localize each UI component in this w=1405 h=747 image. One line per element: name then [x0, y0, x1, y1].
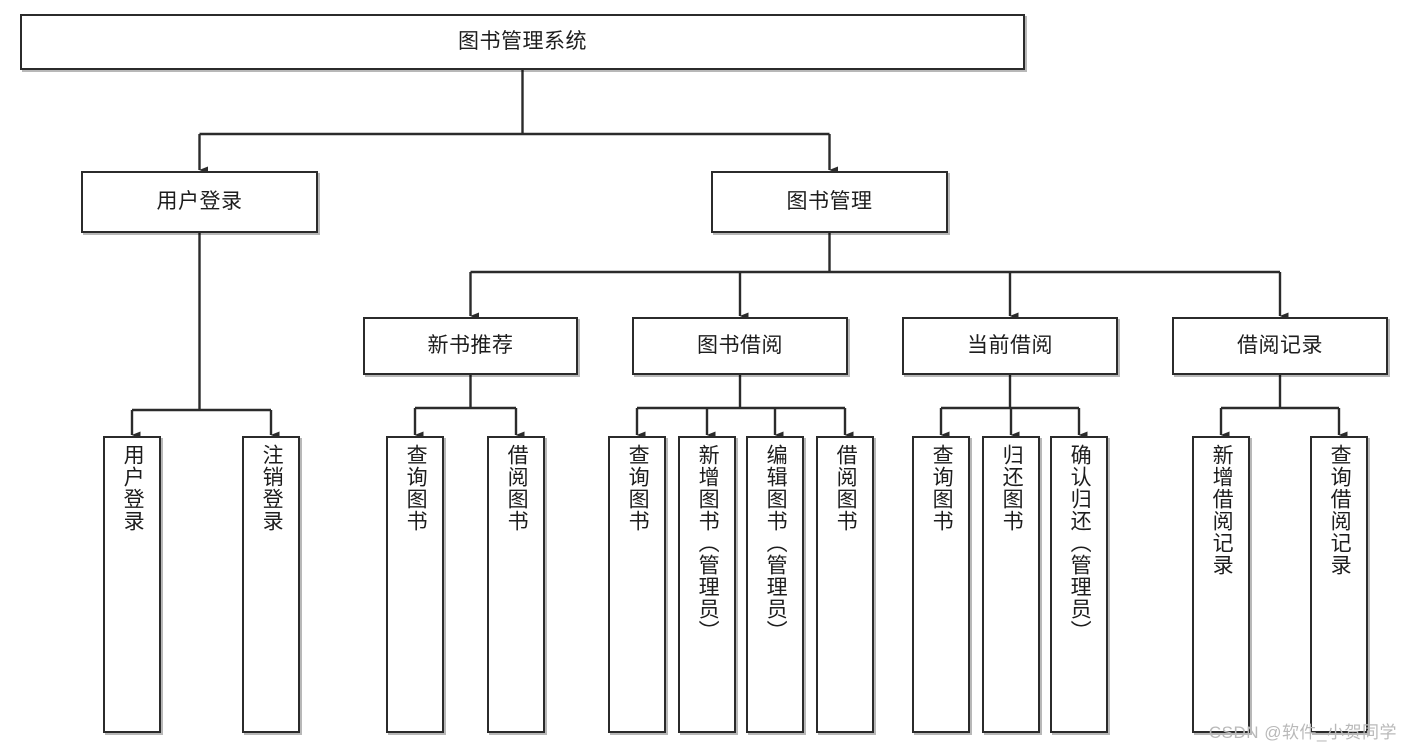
node-label: 当前借阅 — [967, 334, 1053, 358]
node-leaf-query-record[interactable]: 查询借阅记录 — [1310, 436, 1368, 733]
node-label: 归还图书 — [1000, 444, 1024, 532]
node-leaf-add-record[interactable]: 新增借阅记录 — [1192, 436, 1250, 733]
node-leaf-add-book[interactable]: 新增图书（管理员） — [678, 436, 736, 733]
node-book-manage[interactable]: 图书管理 — [711, 171, 948, 233]
node-label: 新增图书（管理员） — [696, 444, 720, 642]
node-label: 用户登录 — [156, 190, 243, 214]
node-leaf-logout[interactable]: 注销登录 — [242, 436, 300, 733]
node-leaf-user-login[interactable]: 用户登录 — [103, 436, 161, 733]
node-label: 新增借阅记录 — [1210, 444, 1234, 576]
node-leaf-edit-book[interactable]: 编辑图书（管理员） — [746, 436, 804, 733]
node-label: 新书推荐 — [427, 334, 514, 358]
node-leaf-query-book-rec[interactable]: 查询图书 — [386, 436, 444, 733]
node-label: 查询图书 — [930, 444, 954, 532]
node-label: 图书管理系统 — [458, 30, 587, 54]
node-leaf-query-book-current[interactable]: 查询图书 — [912, 436, 970, 733]
node-label: 查询借阅记录 — [1328, 444, 1352, 576]
node-leaf-query-book-borrow[interactable]: 查询图书 — [608, 436, 666, 733]
node-leaf-borrow-book[interactable]: 借阅图书 — [816, 436, 874, 733]
node-book-borrow[interactable]: 图书借阅 — [632, 317, 848, 375]
node-label: 查询图书 — [404, 444, 428, 532]
node-new-book-recommend[interactable]: 新书推荐 — [363, 317, 578, 375]
node-root[interactable]: 图书管理系统 — [20, 14, 1025, 70]
node-label: 图书借阅 — [697, 334, 783, 358]
node-user-login[interactable]: 用户登录 — [81, 171, 318, 233]
node-leaf-confirm-return[interactable]: 确认归还（管理员） — [1050, 436, 1108, 733]
node-label: 借阅记录 — [1237, 334, 1323, 358]
node-label: 确认归还（管理员） — [1068, 444, 1092, 642]
node-label: 借阅图书 — [834, 444, 858, 532]
node-label: 查询图书 — [626, 444, 650, 532]
node-current-borrow[interactable]: 当前借阅 — [902, 317, 1118, 375]
node-label: 编辑图书（管理员） — [764, 444, 788, 642]
node-label: 注销登录 — [260, 444, 284, 532]
node-label: 用户登录 — [121, 444, 145, 532]
node-borrow-record[interactable]: 借阅记录 — [1172, 317, 1388, 375]
node-label: 图书管理 — [786, 190, 873, 214]
node-leaf-return-book[interactable]: 归还图书 — [982, 436, 1040, 733]
node-leaf-borrow-book-rec[interactable]: 借阅图书 — [487, 436, 545, 733]
node-label: 借阅图书 — [505, 444, 529, 532]
watermark-label: CSDN @软件_小贺同学 — [1208, 723, 1397, 742]
